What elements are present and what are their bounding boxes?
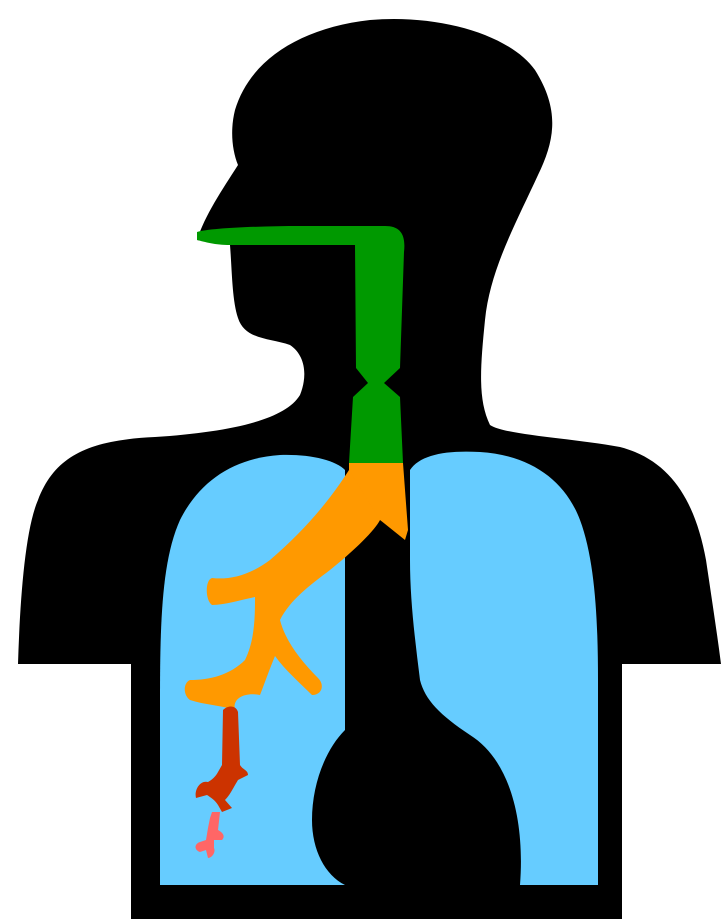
respiratory-system-diagram: [0, 0, 721, 919]
